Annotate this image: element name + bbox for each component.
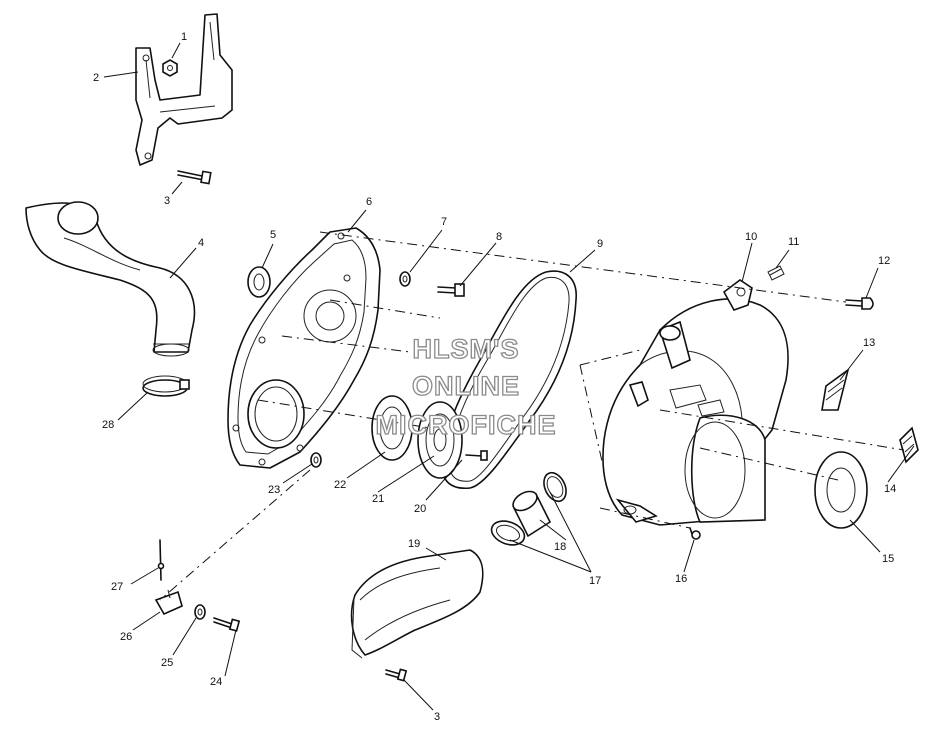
leader-lines	[103, 42, 915, 711]
decal-part-13	[821, 368, 850, 411]
watermark-line-2: ONLINE	[412, 371, 520, 401]
decal-part-11	[767, 265, 785, 281]
screw-part-12	[845, 297, 874, 310]
seal-part-22	[371, 395, 413, 461]
clamp-part-17a	[543, 471, 567, 503]
callout-4: 4	[198, 237, 204, 249]
callout-6: 6	[366, 196, 372, 208]
callout-17: 17	[589, 575, 601, 587]
callout-15: 15	[882, 553, 894, 565]
callout-23: 23	[268, 484, 280, 496]
washer-part-5	[247, 266, 271, 298]
watermark: HLSM'S ONLINE MICROFICHE	[375, 333, 557, 440]
screw-part-16	[689, 527, 701, 540]
bracket-part	[135, 13, 233, 166]
clamp-part-17b	[490, 520, 526, 546]
inner-cover-part	[227, 227, 381, 469]
callout-8: 8	[496, 231, 502, 243]
callout-2: 2	[93, 72, 99, 84]
callout-16: 16	[675, 573, 687, 585]
washer-part-25	[194, 604, 206, 620]
screw-part-20	[465, 450, 488, 461]
decal-part-14	[899, 426, 919, 464]
callout-10: 10	[745, 231, 757, 243]
callout-21: 21	[372, 493, 384, 505]
drive-belt-part	[441, 270, 577, 489]
callout-labels: 1 2 3 4 5 6 7 8 9 10 11 12 13 14 15 16 1…	[93, 31, 896, 723]
alignment-lines	[159, 231, 905, 601]
nut-part	[162, 59, 178, 77]
callout-26: 26	[120, 631, 132, 643]
washer-part-7	[399, 271, 411, 287]
callout-18: 18	[554, 541, 566, 553]
bolt-part-lower	[385, 668, 408, 682]
callout-25: 25	[161, 657, 173, 669]
intake-duct-part	[25, 201, 196, 357]
callout-20: 20	[414, 503, 426, 515]
callout-13: 13	[863, 337, 875, 349]
bolt-part-upper	[177, 170, 212, 185]
hose-clamp-part	[142, 375, 190, 397]
watermark-line-3: MICROFICHE	[376, 410, 557, 440]
callout-1: 1	[181, 31, 187, 43]
callout-22: 22	[334, 479, 346, 491]
callout-24: 24	[210, 676, 222, 688]
outer-cover-part	[602, 279, 789, 526]
callout-28: 28	[102, 419, 114, 431]
callout-3-upper: 3	[164, 195, 170, 207]
callout-7: 7	[441, 216, 447, 228]
bracket-part-26	[154, 589, 183, 616]
washer-part-23	[310, 452, 322, 468]
callout-19: 19	[408, 538, 420, 550]
callout-12: 12	[878, 255, 890, 267]
bolt-part-24	[213, 617, 241, 632]
callout-14: 14	[884, 483, 896, 495]
callout-11: 11	[788, 236, 799, 248]
lower-duct-part	[350, 549, 484, 659]
seal-ring-part-15	[814, 451, 868, 529]
callout-9: 9	[597, 238, 603, 250]
pin-part-27	[157, 539, 165, 581]
watermark-line-1: HLSM'S	[413, 334, 520, 364]
callout-27: 27	[111, 581, 123, 593]
callout-3-lower: 3	[434, 711, 440, 723]
bolt-part-8	[437, 283, 465, 297]
sleeve-part-18	[512, 490, 552, 538]
callout-5: 5	[270, 229, 276, 241]
